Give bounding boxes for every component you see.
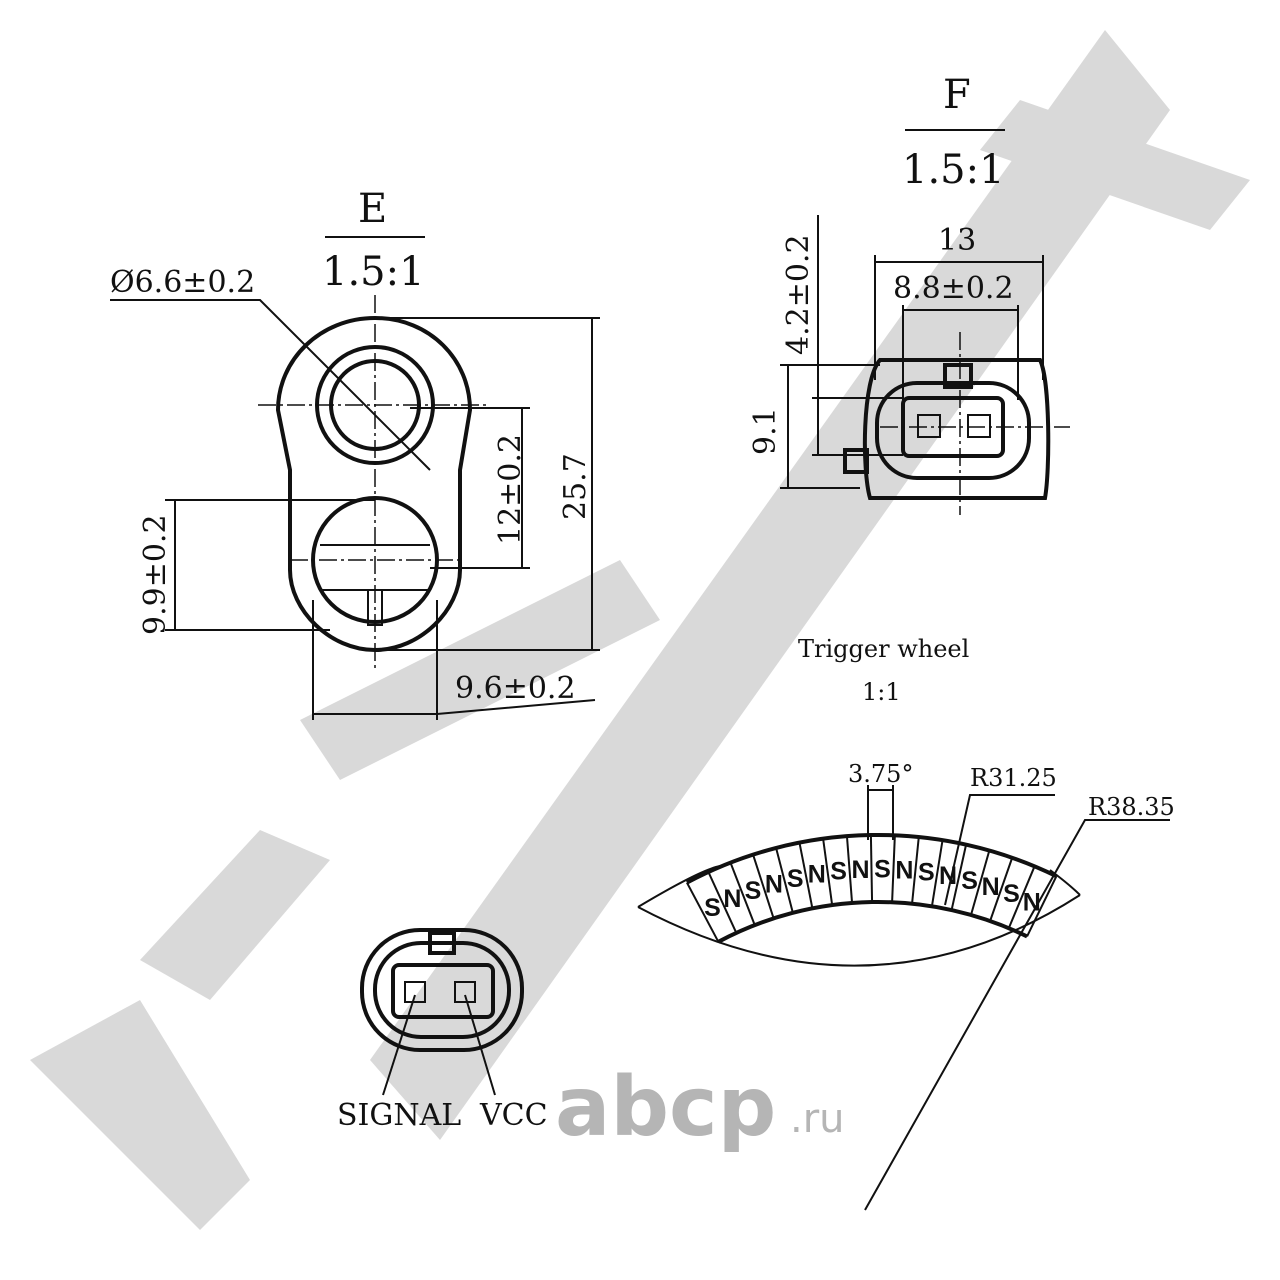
segment-divider [707, 871, 738, 934]
segment-divider [891, 835, 896, 903]
view-f: F 1.5:1 13 8.8±0.2 4.2±0.2 9.1 [748, 72, 1070, 515]
dim-inner-radius: R31.25 [970, 764, 1057, 792]
pole-label: S [830, 858, 847, 886]
segment-divider [822, 838, 834, 906]
dim-height-42: 4.2±0.2 [781, 234, 816, 355]
vcc-label: VCC [479, 1098, 548, 1133]
dim-height-99: 9.9±0.2 [138, 514, 173, 635]
view-e-scale: 1.5:1 [322, 249, 425, 295]
watermark-stroke [140, 830, 330, 1000]
dim-width-88: 8.8±0.2 [893, 271, 1014, 306]
segment-divider [845, 836, 854, 904]
segment-divider [729, 862, 756, 926]
dim-width-13: 13 [938, 223, 976, 258]
view-f-label: F [943, 72, 971, 118]
pole-label: S [918, 859, 935, 887]
segment-divider [930, 839, 944, 907]
dim-angle: 3.75° [848, 760, 913, 788]
segment-divider [970, 850, 991, 916]
dim-height-12: 12±0.2 [493, 434, 528, 545]
segment-divider [911, 836, 920, 904]
pole-label: S [787, 865, 804, 893]
logo-text: abcp [555, 1060, 776, 1155]
watermark-stroke [370, 30, 1170, 1140]
pole-label: S [704, 894, 721, 922]
pole-label: N [895, 856, 913, 884]
pole-label: N [1023, 889, 1041, 917]
segment-divider [1026, 875, 1058, 937]
signal-label: SIGNAL [337, 1098, 461, 1133]
pole-label: N [851, 856, 869, 884]
pole-label: N [982, 873, 1000, 901]
watermark-stroke [300, 560, 660, 780]
connector-f-outline [862, 358, 1051, 500]
abcp-logo: abcp .ru [555, 1060, 845, 1155]
logo-suffix: .ru [790, 1096, 845, 1142]
pole-label: N [939, 862, 957, 890]
pole-label: N [723, 885, 741, 913]
pole-label: S [874, 856, 891, 884]
trigger-wheel-title: Trigger wheel [798, 635, 969, 663]
pole-label: S [1003, 880, 1020, 908]
segment-divider [686, 882, 720, 943]
watermark-stroke [980, 100, 1250, 230]
pole-label: S [745, 877, 762, 905]
dim-diameter: Ø6.6±0.2 [110, 265, 255, 300]
view-f-scale: 1.5:1 [902, 147, 1005, 193]
dim-width: 9.6±0.2 [455, 671, 576, 706]
segment-divider [752, 854, 775, 919]
connector-face: SIGNAL VCC [337, 928, 548, 1133]
dim-length: 25.7 [558, 453, 593, 520]
segment-divider [775, 847, 794, 914]
segment-divider [1007, 865, 1036, 929]
watermark [30, 30, 1250, 1230]
dim-height-91: 9.1 [748, 407, 783, 455]
pole-label: N [808, 861, 826, 889]
view-e-label: E [358, 186, 387, 232]
segment-divider [798, 842, 814, 909]
segment-divider [989, 857, 1014, 922]
sensor-body-outline [275, 315, 473, 653]
pole-label: N [765, 870, 783, 898]
trigger-wheel-scale: 1:1 [862, 678, 901, 706]
dim-outer-radius: R38.35 [1088, 793, 1175, 821]
watermark-chevron [30, 1000, 250, 1230]
segment-divider [950, 844, 968, 911]
pole-label: S [961, 867, 978, 895]
segment-divider [869, 835, 874, 903]
view-e: E 1.5:1 Ø6.6±0.2 25.7 12±0.2 9.9±0.2 9.6… [110, 186, 600, 720]
